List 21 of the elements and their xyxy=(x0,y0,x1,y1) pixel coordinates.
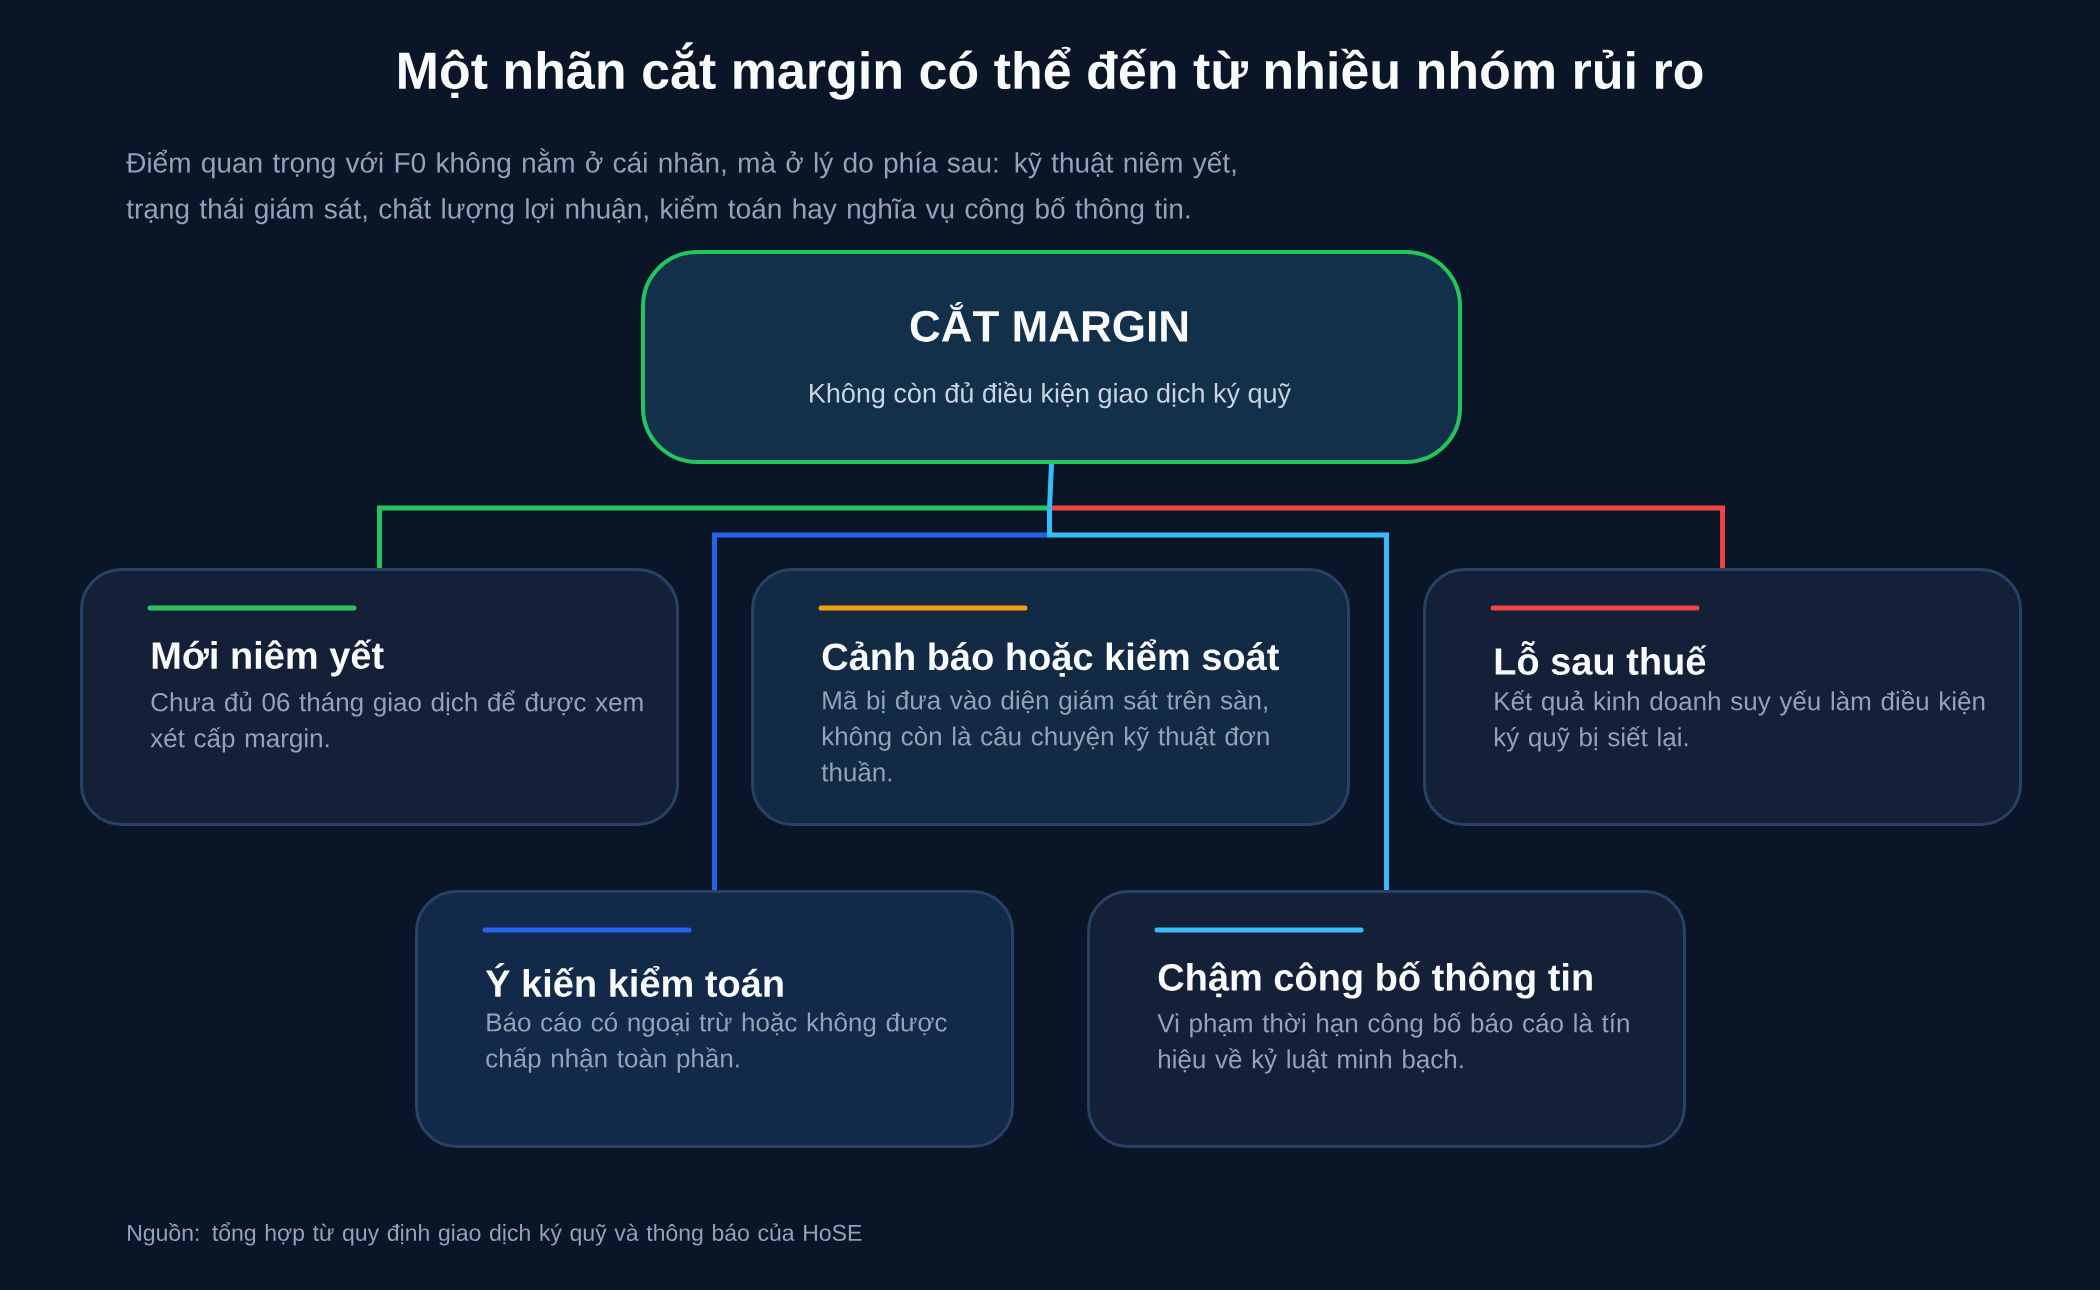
card-heading: Chậm công bố thông tin xyxy=(1158,961,1592,999)
source-note: Nguồn: tổng hợp từ quy định giao dịch ký quỹ và thông báo của HoSE xyxy=(128,1222,862,1246)
connector-line xyxy=(1047,463,1054,509)
intro-text: Điểm quan trọng với F0 không nằm ở cái nhãn, mà ở lý do phía sau: kỹ thuật niêm yết, trạng thái giám sát, chất lượng lợi nhuận, kiểm toán hay nghĩa vụ công bố thông tin. xyxy=(126,148,1236,225)
card-text: Vi phạm thời hạn công bố báo cáo là tín hiệu về kỷ luật minh bạch. xyxy=(1157,1012,1629,1074)
box-heading: CẮT MARGIN xyxy=(910,302,1188,342)
card-heading: Ý kiến kiểm toán xyxy=(485,963,783,998)
title: Một nhãn cắt margin có thể đến từ nhiều nhóm rủi ro xyxy=(399,42,1703,100)
connector-line xyxy=(1047,508,1052,538)
connector-line xyxy=(377,505,1047,568)
card-text: Mã bị đưa vào diện giám sát trên sàn, không còn là câu chuyện kỹ thuật đơn thuần. xyxy=(821,690,1269,782)
connector-line xyxy=(1052,505,1725,568)
card-heading: Mới niêm yết xyxy=(152,639,384,677)
card-text: Kết quả kinh doanh suy yếu làm điều kiện ký quỹ bị siết lại. xyxy=(1495,690,1985,752)
card-text: Chưa đủ 06 tháng giao dịch để được xem xét cấp margin. xyxy=(150,690,643,753)
connector-line xyxy=(712,532,1047,890)
box-subtitle: Không còn đủ điều kiện giao dịch ký quỹ xyxy=(810,381,1291,409)
card-heading: Cảnh báo hoặc kiểm soát xyxy=(822,639,1279,677)
card-text: Báo cáo có ngoại trừ hoặc không được chấp nhận toàn phần. xyxy=(486,1012,947,1073)
connector-line xyxy=(1052,532,1389,890)
card-heading: Lỗ sau thuế xyxy=(1495,641,1707,675)
